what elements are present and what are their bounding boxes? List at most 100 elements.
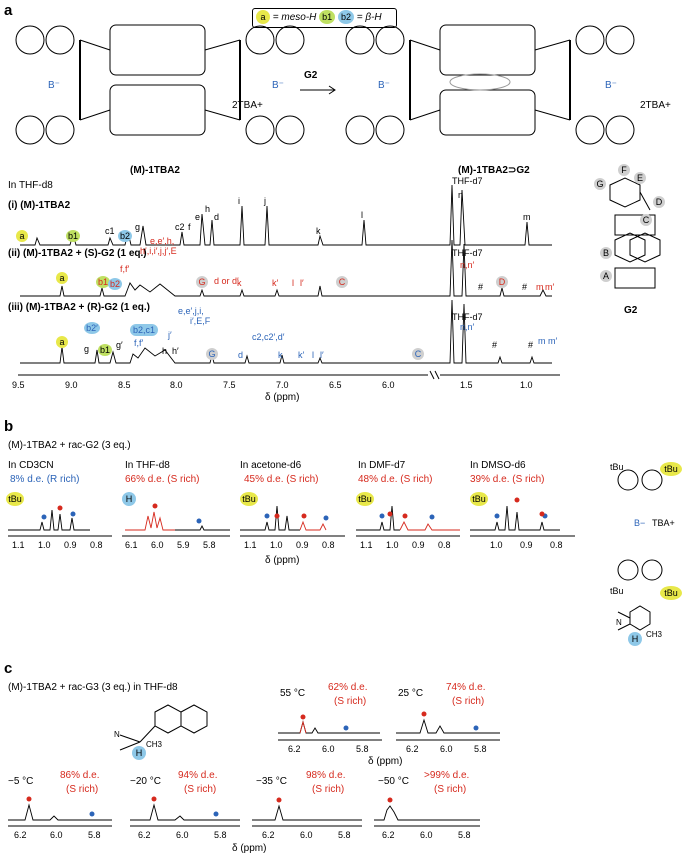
c-top1-tick-1: 6.2 bbox=[288, 744, 301, 754]
tick-8.5: 8.5 bbox=[118, 380, 131, 390]
b5-tick-2: 0.9 bbox=[520, 540, 533, 550]
guest-atom-E: E bbox=[634, 172, 646, 184]
peak-iii-a: a bbox=[56, 336, 68, 348]
c-b3-tick-3: 5.8 bbox=[338, 830, 351, 840]
c-de-m5: 86% d.e. bbox=[60, 770, 100, 781]
panel-c-bottom-xaxis-label: δ (ppm) bbox=[232, 843, 267, 854]
left-molecule-structure: B⁻B⁻ B⁻B⁻ bbox=[15, 24, 635, 145]
peak-iii-group2: i′,E,F bbox=[190, 316, 211, 326]
peak-iii-k: k bbox=[278, 350, 283, 360]
legend-a-badge: a bbox=[256, 10, 270, 25]
panel-c-letter: c bbox=[4, 660, 13, 677]
b-right-tbu-4: tBu bbox=[660, 586, 682, 600]
c-struct-ch3: CH3 bbox=[146, 740, 163, 749]
peak-i-b2: b2 bbox=[118, 230, 132, 242]
peak-ii-G: G bbox=[196, 276, 208, 288]
b3-tick-2: 1.0 bbox=[270, 540, 283, 550]
nmr-spectra-panel-a bbox=[18, 184, 560, 380]
tick-7.0: 7.0 bbox=[276, 380, 289, 390]
c-de-m20: 94% d.e. bbox=[178, 770, 218, 781]
b-right-boron: B− bbox=[634, 518, 646, 528]
peak-iii-l: l bbox=[312, 350, 314, 360]
peak-iii-l2: l′ bbox=[320, 350, 324, 360]
peak-i-h: h bbox=[205, 204, 211, 214]
peak-ii-D: D bbox=[496, 276, 508, 288]
b-solvent-5: In DMSO-d6 bbox=[470, 460, 526, 471]
peak-i-m: m bbox=[523, 212, 531, 222]
b5-tick-1: 1.0 bbox=[490, 540, 503, 550]
c-b2-tick-2: 6.0 bbox=[176, 830, 189, 840]
b5-tick-3: 0.8 bbox=[550, 540, 563, 550]
c-struct-h: H bbox=[132, 746, 146, 760]
b-right-tbu-3: tBu bbox=[610, 586, 624, 596]
peak-iii-j2: j′ bbox=[168, 330, 172, 340]
c-b2-tick-3: 5.8 bbox=[214, 830, 227, 840]
b2-tick-3: 5.9 bbox=[177, 540, 190, 550]
c-de-m35: 98% d.e. bbox=[306, 770, 346, 781]
b1-tick-3: 0.9 bbox=[64, 540, 77, 550]
left-compound-label: (M)-1TBA2 bbox=[130, 165, 180, 176]
peak-ii-group1: e,e′,h, bbox=[150, 236, 175, 246]
peak-i-c2: c2 bbox=[175, 222, 185, 232]
tick-8.0: 8.0 bbox=[170, 380, 183, 390]
peak-iii-hash1: # bbox=[492, 340, 498, 350]
panel-c-title: (M)-1TBA2 + rac-G3 (3 eq.) in THF-d8 bbox=[8, 682, 178, 693]
b-marker-2: H bbox=[122, 492, 136, 506]
b-right-n: N bbox=[616, 618, 622, 627]
b1-tick-2: 1.0 bbox=[38, 540, 51, 550]
thf-label-i: THF-d7 bbox=[452, 176, 483, 186]
c-struct-n: N bbox=[114, 730, 120, 739]
c-b2-tick-1: 6.2 bbox=[138, 830, 151, 840]
panel-b-title: (M)-1TBA2 + rac-G2 (3 eq.) bbox=[8, 440, 131, 451]
b4-tick-3: 0.9 bbox=[412, 540, 425, 550]
c-b4-tick-3: 5.8 bbox=[458, 830, 471, 840]
c-temp-25: 25 °C bbox=[398, 688, 424, 699]
svg-text:B⁻: B⁻ bbox=[272, 80, 284, 91]
peak-ii-group2: h′,i,i′,j,j′,E bbox=[140, 246, 177, 256]
peak-i-l: l bbox=[361, 210, 363, 220]
b-right-tbu-2: tBu bbox=[660, 462, 682, 476]
c-rich-55: (S rich) bbox=[334, 696, 367, 707]
b-solvent-3: In acetone-d6 bbox=[240, 460, 302, 471]
peak-i-d: d bbox=[214, 212, 220, 222]
b2-tick-2: 6.0 bbox=[151, 540, 164, 550]
tick-1.0: 1.0 bbox=[520, 380, 533, 390]
peak-iii-ff: f,f′ bbox=[134, 338, 144, 348]
peak-ii-a: a bbox=[56, 272, 68, 284]
c-temp-m5: −5 °C bbox=[8, 776, 34, 787]
c-b4-tick-2: 6.0 bbox=[420, 830, 433, 840]
c-b4-tick-1: 6.2 bbox=[382, 830, 395, 840]
b-marker-5: tBu bbox=[470, 492, 488, 506]
peak-i-n: n bbox=[458, 190, 464, 200]
c-rich-m20: (S rich) bbox=[184, 784, 217, 795]
c-top2-tick-1: 6.2 bbox=[406, 744, 419, 754]
spectrum-i-label: (i) (M)-1TBA2 bbox=[8, 200, 71, 211]
tick-9.0: 9.0 bbox=[65, 380, 78, 390]
panel-a-letter: a bbox=[4, 2, 13, 19]
tick-1.5: 1.5 bbox=[460, 380, 473, 390]
panel-a-xaxis-label: δ (ppm) bbox=[265, 392, 300, 403]
peak-ii-b2: b2 bbox=[108, 278, 122, 290]
peak-ii-k: k bbox=[237, 278, 242, 288]
legend-a-text: = meso-H bbox=[272, 12, 317, 23]
svg-text:B⁻: B⁻ bbox=[605, 80, 617, 91]
legend-b1-badge: b1 bbox=[319, 10, 336, 25]
c-de-25: 74% d.e. bbox=[446, 682, 486, 693]
thf-label-ii: THF-d7 bbox=[452, 248, 483, 258]
peak-iii-h2: h′ bbox=[172, 346, 179, 356]
peak-iii-b1: b1 bbox=[98, 344, 112, 356]
tick-9.5: 9.5 bbox=[12, 380, 25, 390]
panel-b-spectra bbox=[8, 469, 663, 631]
guest-atom-D: D bbox=[653, 196, 665, 208]
peak-ii-m: m bbox=[536, 282, 544, 292]
b4-tick-1: 1.1 bbox=[360, 540, 373, 550]
b-de-5: 39% d.e. (S rich) bbox=[470, 474, 545, 485]
tick-6.5: 6.5 bbox=[329, 380, 342, 390]
peak-iii-b2c1: b2,c1 bbox=[130, 324, 158, 336]
peak-i-a: a bbox=[16, 230, 28, 242]
peak-ii-l: l bbox=[292, 278, 294, 288]
peak-ii-d: d or d′ bbox=[214, 276, 239, 286]
peak-i-e: e bbox=[195, 212, 201, 222]
peak-ii-l2: l′ bbox=[300, 278, 304, 288]
